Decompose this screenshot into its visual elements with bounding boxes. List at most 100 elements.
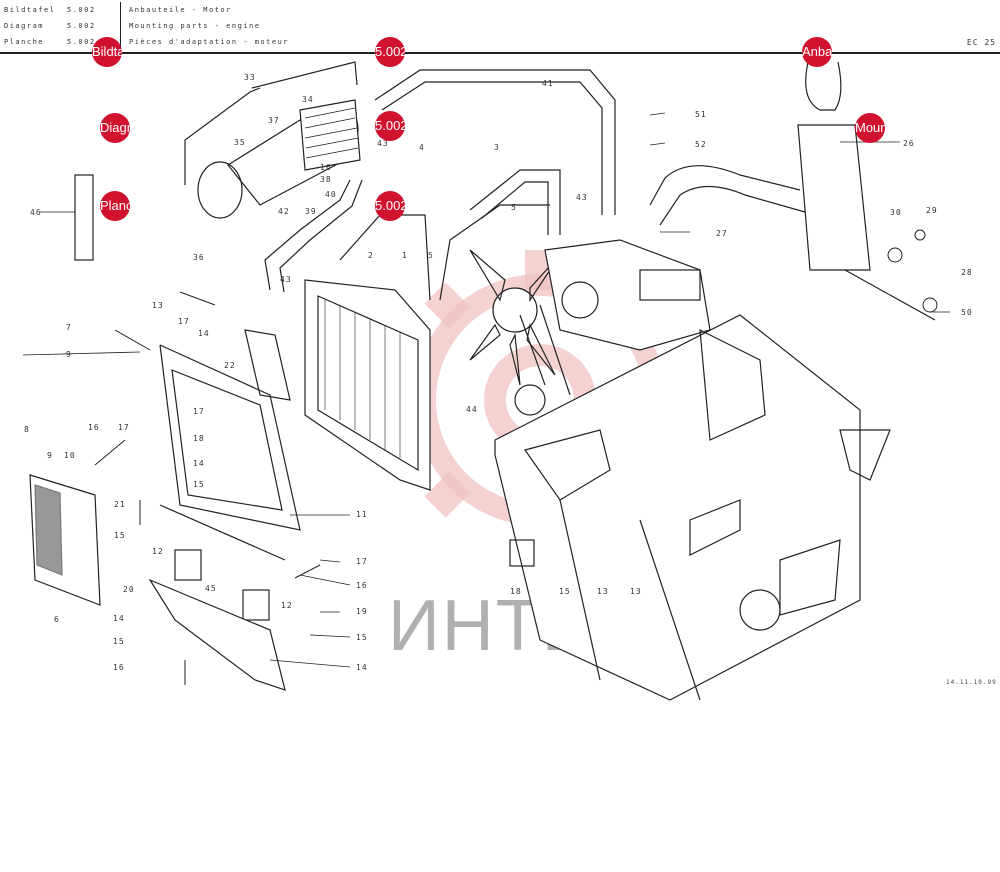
engine-mounts bbox=[148, 539, 535, 691]
header-num: 5.002 bbox=[67, 22, 96, 30]
callout-16d: 16 bbox=[356, 581, 368, 590]
callout-14c: 14 bbox=[113, 614, 125, 623]
callout-13: 13 bbox=[152, 301, 164, 310]
fan bbox=[469, 249, 561, 386]
air-filter-bracket-top bbox=[251, 61, 358, 89]
callout-14: 14 bbox=[198, 329, 210, 338]
radiator-frame bbox=[159, 344, 301, 561]
callout-14b: 14 bbox=[193, 459, 205, 468]
callout-30: 30 bbox=[890, 208, 902, 217]
callout-40: 40 bbox=[325, 190, 337, 199]
callout-39: 39 bbox=[305, 207, 317, 216]
grille-6 bbox=[29, 474, 101, 606]
callout-5b: 5 bbox=[428, 251, 434, 260]
callout-29: 29 bbox=[926, 206, 938, 215]
callout-5: 5 bbox=[511, 203, 517, 212]
header-desc: Pièces d'adaptation - moteur bbox=[129, 38, 290, 46]
callout-18b: 18 bbox=[510, 587, 522, 596]
callout-42: 42 bbox=[278, 207, 290, 216]
callout-4: 4 bbox=[419, 143, 425, 152]
hotspot-mounting-parts[interactable]: Mounting parts bbox=[855, 113, 885, 143]
header-key: Diagram bbox=[4, 22, 45, 30]
callout-7: 7 bbox=[66, 323, 72, 332]
intake-hose-inner bbox=[279, 179, 363, 293]
callout-41: 41 bbox=[542, 79, 554, 88]
callout-21: 21 bbox=[114, 500, 126, 509]
callout-36: 36 bbox=[193, 253, 205, 262]
callout-8: 8 bbox=[24, 425, 30, 434]
callout-12: 12 bbox=[152, 547, 164, 556]
bracket-22 bbox=[244, 329, 291, 401]
page-code: EC 25 bbox=[966, 38, 996, 47]
line-art bbox=[22, 61, 950, 701]
callout-numbers: 33 34 37 35 36 38 16 39 40 42 43 41 51 5… bbox=[24, 73, 973, 672]
callout-11: 11 bbox=[356, 510, 368, 519]
callout-52: 52 bbox=[695, 140, 707, 149]
exhaust-pipe bbox=[649, 165, 801, 206]
pipe-3-inner bbox=[481, 181, 549, 235]
callout-15d: 15 bbox=[356, 633, 368, 642]
header-key: Planche bbox=[4, 38, 45, 46]
callout-34: 34 bbox=[302, 95, 314, 104]
callout-18: 18 bbox=[193, 434, 205, 443]
hotspot-bildtafel-number[interactable]: 5.002 bbox=[375, 37, 405, 67]
hotspot-planche-number[interactable]: 5.002 bbox=[375, 191, 405, 221]
header-num: 5.002 bbox=[67, 6, 96, 14]
header-rule bbox=[0, 52, 1000, 54]
hotspot-bildtafel[interactable]: Bildtafel bbox=[92, 37, 122, 67]
callout-19: 19 bbox=[356, 607, 368, 616]
pipe-lower bbox=[339, 214, 431, 301]
callout-22: 22 bbox=[224, 361, 236, 370]
callout-43c: 43 bbox=[280, 275, 292, 284]
hotspot-anbauteile[interactable]: Anbauteile - Motor bbox=[802, 37, 832, 67]
callout-1: 1 bbox=[402, 251, 408, 260]
header-desc: Anbauteile - Motor bbox=[129, 6, 232, 14]
hotspot-diagram-number[interactable]: 5.002 bbox=[375, 111, 405, 141]
hotspot-diagram[interactable]: Diagram bbox=[100, 113, 130, 143]
callout-13b: 13 bbox=[597, 587, 609, 596]
callout-14d: 14 bbox=[356, 663, 368, 672]
callout-9b: 9 bbox=[47, 451, 53, 460]
callout-46: 46 bbox=[30, 208, 42, 217]
header-num: 5.002 bbox=[67, 38, 96, 46]
intake-hose bbox=[264, 179, 351, 291]
pipe-4 bbox=[439, 204, 550, 301]
callout-9: 9 bbox=[66, 350, 72, 359]
pipe-3 bbox=[469, 169, 561, 235]
revision-date: 14.11.10.99 bbox=[946, 679, 997, 686]
header-key: Bildtafel bbox=[4, 6, 56, 14]
callout-26: 26 bbox=[903, 139, 915, 148]
exhaust-pipe-inner bbox=[659, 186, 806, 226]
chassis-frame bbox=[494, 314, 891, 701]
radiator bbox=[304, 279, 431, 491]
callout-38: 38 bbox=[320, 175, 332, 184]
header-row-planche: Planche 5.002 Pièces d'adaptation - mote… bbox=[4, 38, 288, 46]
header-row-bildtafel: Bildtafel 5.002 Anbauteile - Motor bbox=[4, 6, 230, 14]
coolant-pipe-inner bbox=[381, 81, 603, 215]
callout-13c: 13 bbox=[630, 587, 642, 596]
callout-44: 44 bbox=[466, 405, 478, 414]
callout-16b: 16 bbox=[88, 423, 100, 432]
callout-15: 15 bbox=[193, 480, 205, 489]
callout-16: 16 bbox=[320, 163, 332, 172]
callout-15b: 15 bbox=[114, 531, 126, 540]
callout-37: 37 bbox=[268, 116, 280, 125]
hotspot-planche[interactable]: Planche bbox=[100, 191, 130, 221]
callout-43b: 43 bbox=[576, 193, 588, 202]
callout-51: 51 bbox=[695, 110, 707, 119]
seal-strip-46 bbox=[74, 174, 94, 261]
callout-17d: 17 bbox=[356, 557, 368, 566]
callout-12b: 12 bbox=[281, 601, 293, 610]
callout-15e: 15 bbox=[559, 587, 571, 596]
callout-28: 28 bbox=[961, 268, 973, 277]
header-row-diagram: Diagram 5.002 Mounting parts - engine bbox=[4, 22, 259, 30]
air-filter-bracket bbox=[184, 87, 261, 185]
callout-27: 27 bbox=[716, 229, 728, 238]
callout-10: 10 bbox=[64, 451, 76, 460]
header-divider bbox=[120, 2, 121, 50]
air-filter bbox=[197, 99, 361, 219]
callout-17: 17 bbox=[178, 317, 190, 326]
callout-45: 45 bbox=[205, 584, 217, 593]
callout-17c: 17 bbox=[118, 423, 130, 432]
